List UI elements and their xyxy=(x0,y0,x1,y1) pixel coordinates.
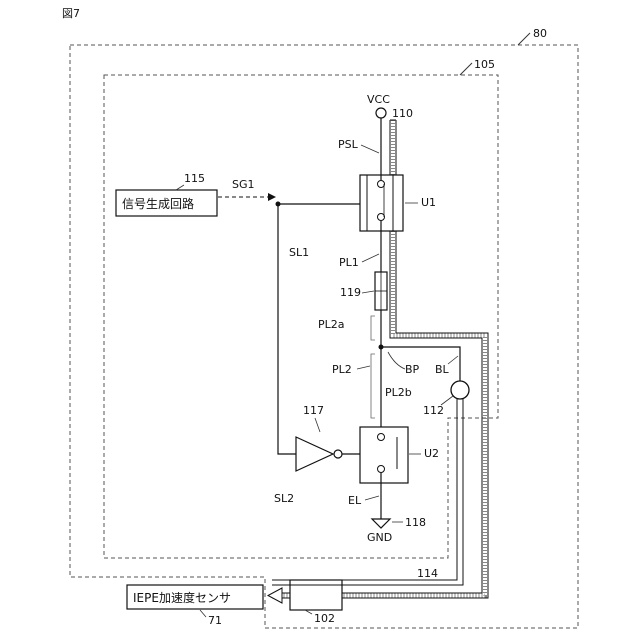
pl2-leader xyxy=(357,366,370,369)
psl-leader xyxy=(361,145,379,153)
ground-symbol xyxy=(372,519,390,528)
el-leader xyxy=(365,496,379,500)
ref-71-leader xyxy=(200,610,206,617)
ref-117: 117 xyxy=(303,404,324,417)
bp-label: BP xyxy=(405,363,420,376)
ref-71: 71 xyxy=(208,614,222,627)
sl1-label: SL1 xyxy=(289,246,309,259)
switch-u2-contact-bottom xyxy=(378,466,385,473)
ref-115-leader xyxy=(176,185,184,190)
u2-label: U2 xyxy=(424,447,439,460)
ref-80: 80 xyxy=(533,27,547,40)
pl2b-bracket xyxy=(371,354,375,418)
ref-119: 119 xyxy=(340,286,361,299)
bp-leader xyxy=(388,352,405,369)
ref-117-leader xyxy=(315,418,320,432)
vcc-label: VCC xyxy=(367,93,390,106)
bl-label: BL xyxy=(435,363,450,376)
ref-112-leader xyxy=(441,396,453,405)
connector-112 xyxy=(451,381,469,399)
ref-119-leader xyxy=(362,291,374,293)
cable-114-inner xyxy=(272,399,457,580)
pl2a-label: PL2a xyxy=(318,318,345,331)
sl2-label: SL2 xyxy=(274,492,294,505)
el-label: EL xyxy=(348,494,362,507)
ref-110: 110 xyxy=(392,107,413,120)
gnd-label: GND xyxy=(367,531,392,544)
pl2a-bracket xyxy=(371,316,375,340)
inverter-bubble xyxy=(334,450,342,458)
bl-leader xyxy=(448,356,458,364)
shield-arrowhead xyxy=(268,588,282,603)
inner-boundary-105 xyxy=(104,75,498,558)
switch-u1-contact-top xyxy=(378,181,385,188)
iepe-sensor-label: IEPE加速度センサ xyxy=(133,590,231,605)
inverter-117 xyxy=(296,437,333,471)
u1-label: U1 xyxy=(421,196,436,209)
ref-105-leader xyxy=(460,63,472,75)
ref-80-leader xyxy=(518,33,530,45)
pl1-leader xyxy=(362,254,379,262)
ref-115: 115 xyxy=(184,172,205,185)
signal-line-sl2 xyxy=(278,204,296,454)
outer-boundary-80 xyxy=(70,45,578,628)
switch-u1-contact-bottom xyxy=(378,214,385,221)
ref-114: 114 xyxy=(417,567,438,580)
vcc-terminal xyxy=(376,108,386,118)
ref-102: 102 xyxy=(314,612,335,625)
ref-118: 118 xyxy=(405,516,426,529)
switch-u2-contact-top xyxy=(378,434,385,441)
sg1-label: SG1 xyxy=(232,178,255,191)
pl2-label: PL2 xyxy=(332,363,352,376)
pl2b-label: PL2b xyxy=(385,386,412,399)
signal-generator-label: 信号生成回路 xyxy=(122,196,194,211)
pl1-label: PL1 xyxy=(339,256,359,269)
ref-105: 105 xyxy=(474,58,495,71)
figure-label: 図7 xyxy=(62,7,80,20)
ref-112: 112 xyxy=(423,404,444,417)
psl-label: PSL xyxy=(338,138,359,151)
